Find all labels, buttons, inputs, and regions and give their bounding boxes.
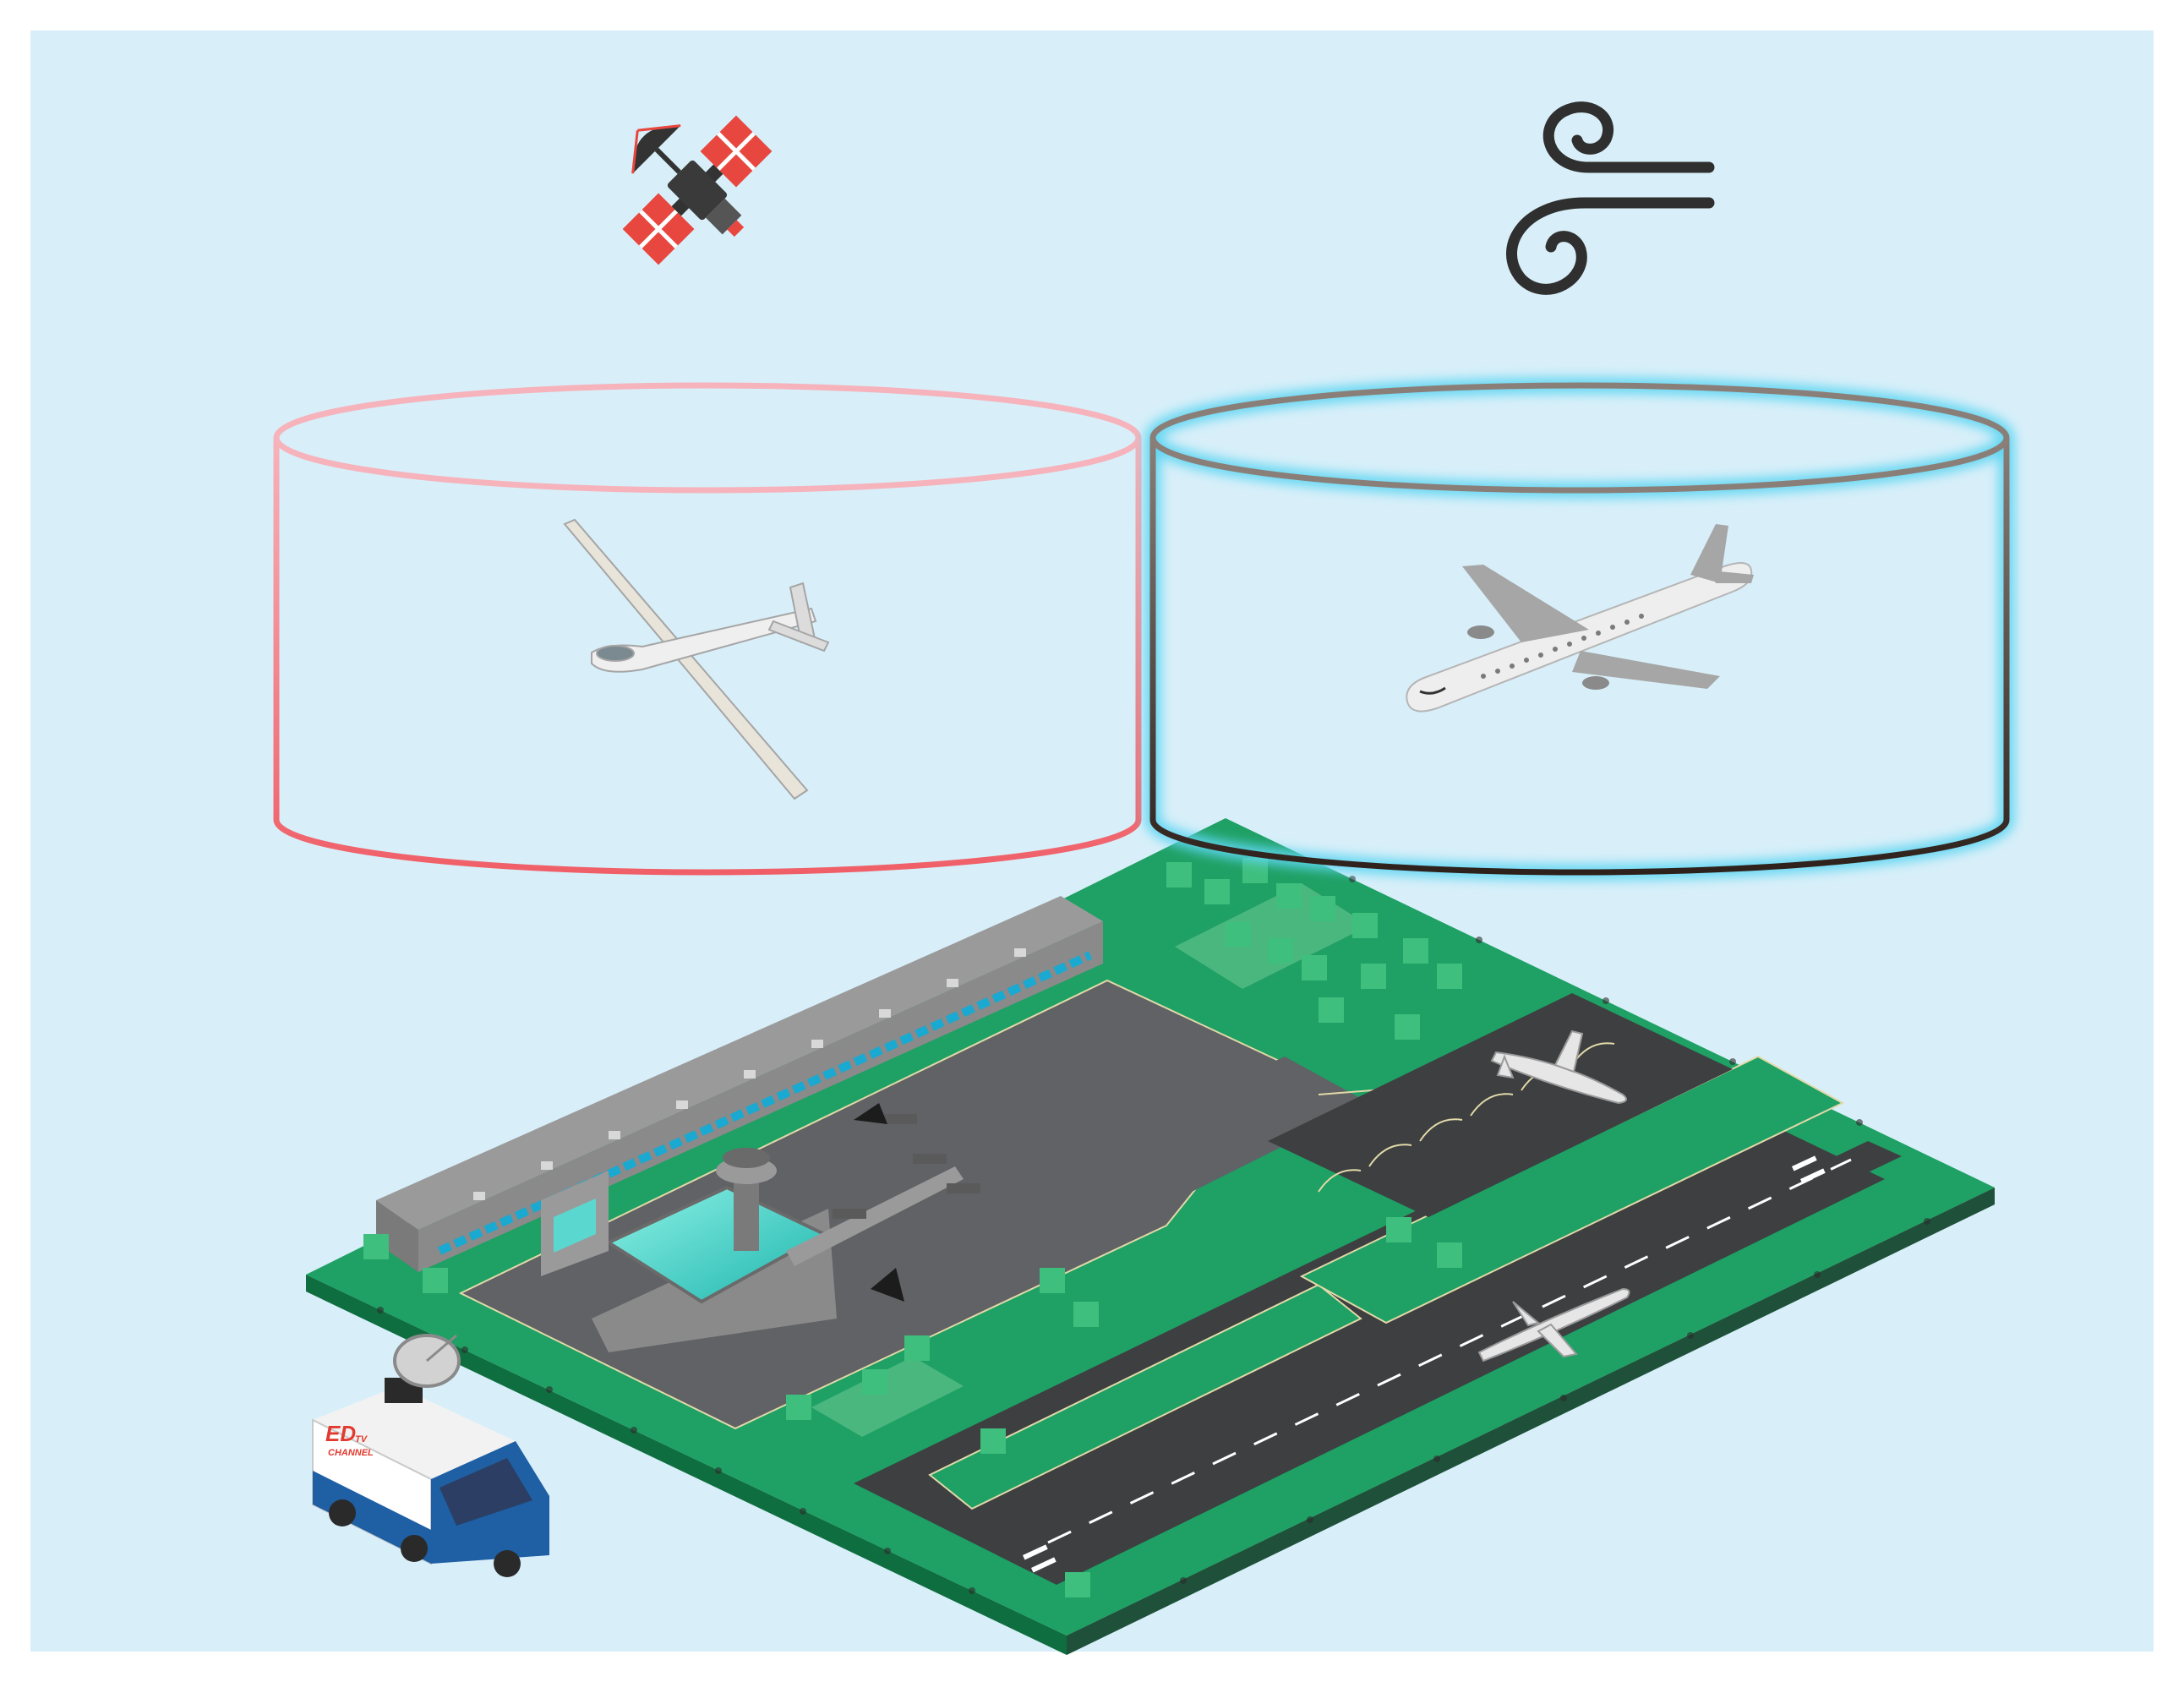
left-airspace-cylinder xyxy=(273,382,1142,876)
van-logo: ED xyxy=(325,1421,356,1446)
wind-icon xyxy=(1506,101,1715,295)
parked-aircraft xyxy=(1477,1029,1630,1363)
airliner-icon xyxy=(1406,524,1754,713)
airport-ground xyxy=(306,818,1995,1655)
right-airspace-cylinder xyxy=(1145,378,2014,880)
trees xyxy=(363,858,1462,1597)
van-logo-suffix: TV xyxy=(355,1434,369,1444)
van-channel: CHANNEL xyxy=(328,1448,374,1458)
runway xyxy=(997,1141,1902,1572)
control-tower-terminal xyxy=(541,1148,964,1352)
glider-icon xyxy=(563,518,830,800)
broadcast-van: ED TV CHANNEL xyxy=(312,1334,549,1577)
terminal-building xyxy=(376,896,1103,1230)
